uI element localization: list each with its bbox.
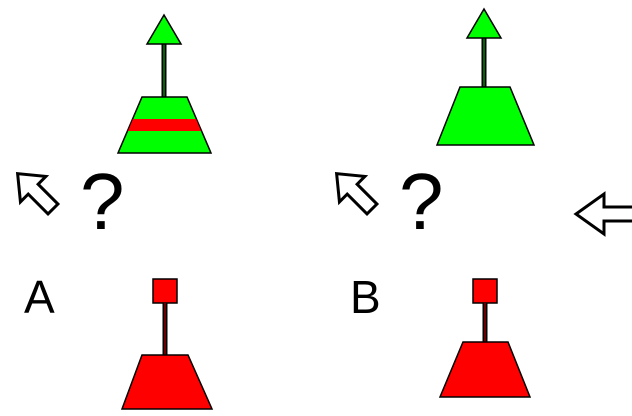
question-mark-b: ? bbox=[399, 157, 444, 246]
arrow-up-left-icon bbox=[334, 171, 380, 217]
buoy-a-top-green-banded bbox=[116, 13, 213, 154]
buoy-a-bottom-body bbox=[120, 354, 214, 410]
buoy-a-bottom-red bbox=[120, 278, 214, 410]
buoy-b-top-green bbox=[435, 7, 536, 146]
option-label-a: A bbox=[24, 271, 55, 323]
buoy-b-top-cone-topmark bbox=[465, 7, 503, 39]
buoy-a-top-red-band bbox=[128, 119, 201, 131]
buoy-a-bottom-can-topmark bbox=[152, 278, 178, 304]
arrow-up-left-icon bbox=[15, 171, 61, 217]
question-mark-a: ? bbox=[80, 157, 125, 246]
buoy-b-top-body bbox=[435, 86, 536, 146]
buoy-b-bottom-red bbox=[438, 278, 532, 398]
option-label-b: B bbox=[350, 271, 381, 323]
buoy-b-bottom-can-topmark bbox=[472, 278, 498, 304]
buoy-b-bottom-body bbox=[438, 341, 532, 398]
arrow-left-icon bbox=[573, 191, 632, 237]
buoy-a-top-cone-topmark bbox=[145, 13, 183, 45]
